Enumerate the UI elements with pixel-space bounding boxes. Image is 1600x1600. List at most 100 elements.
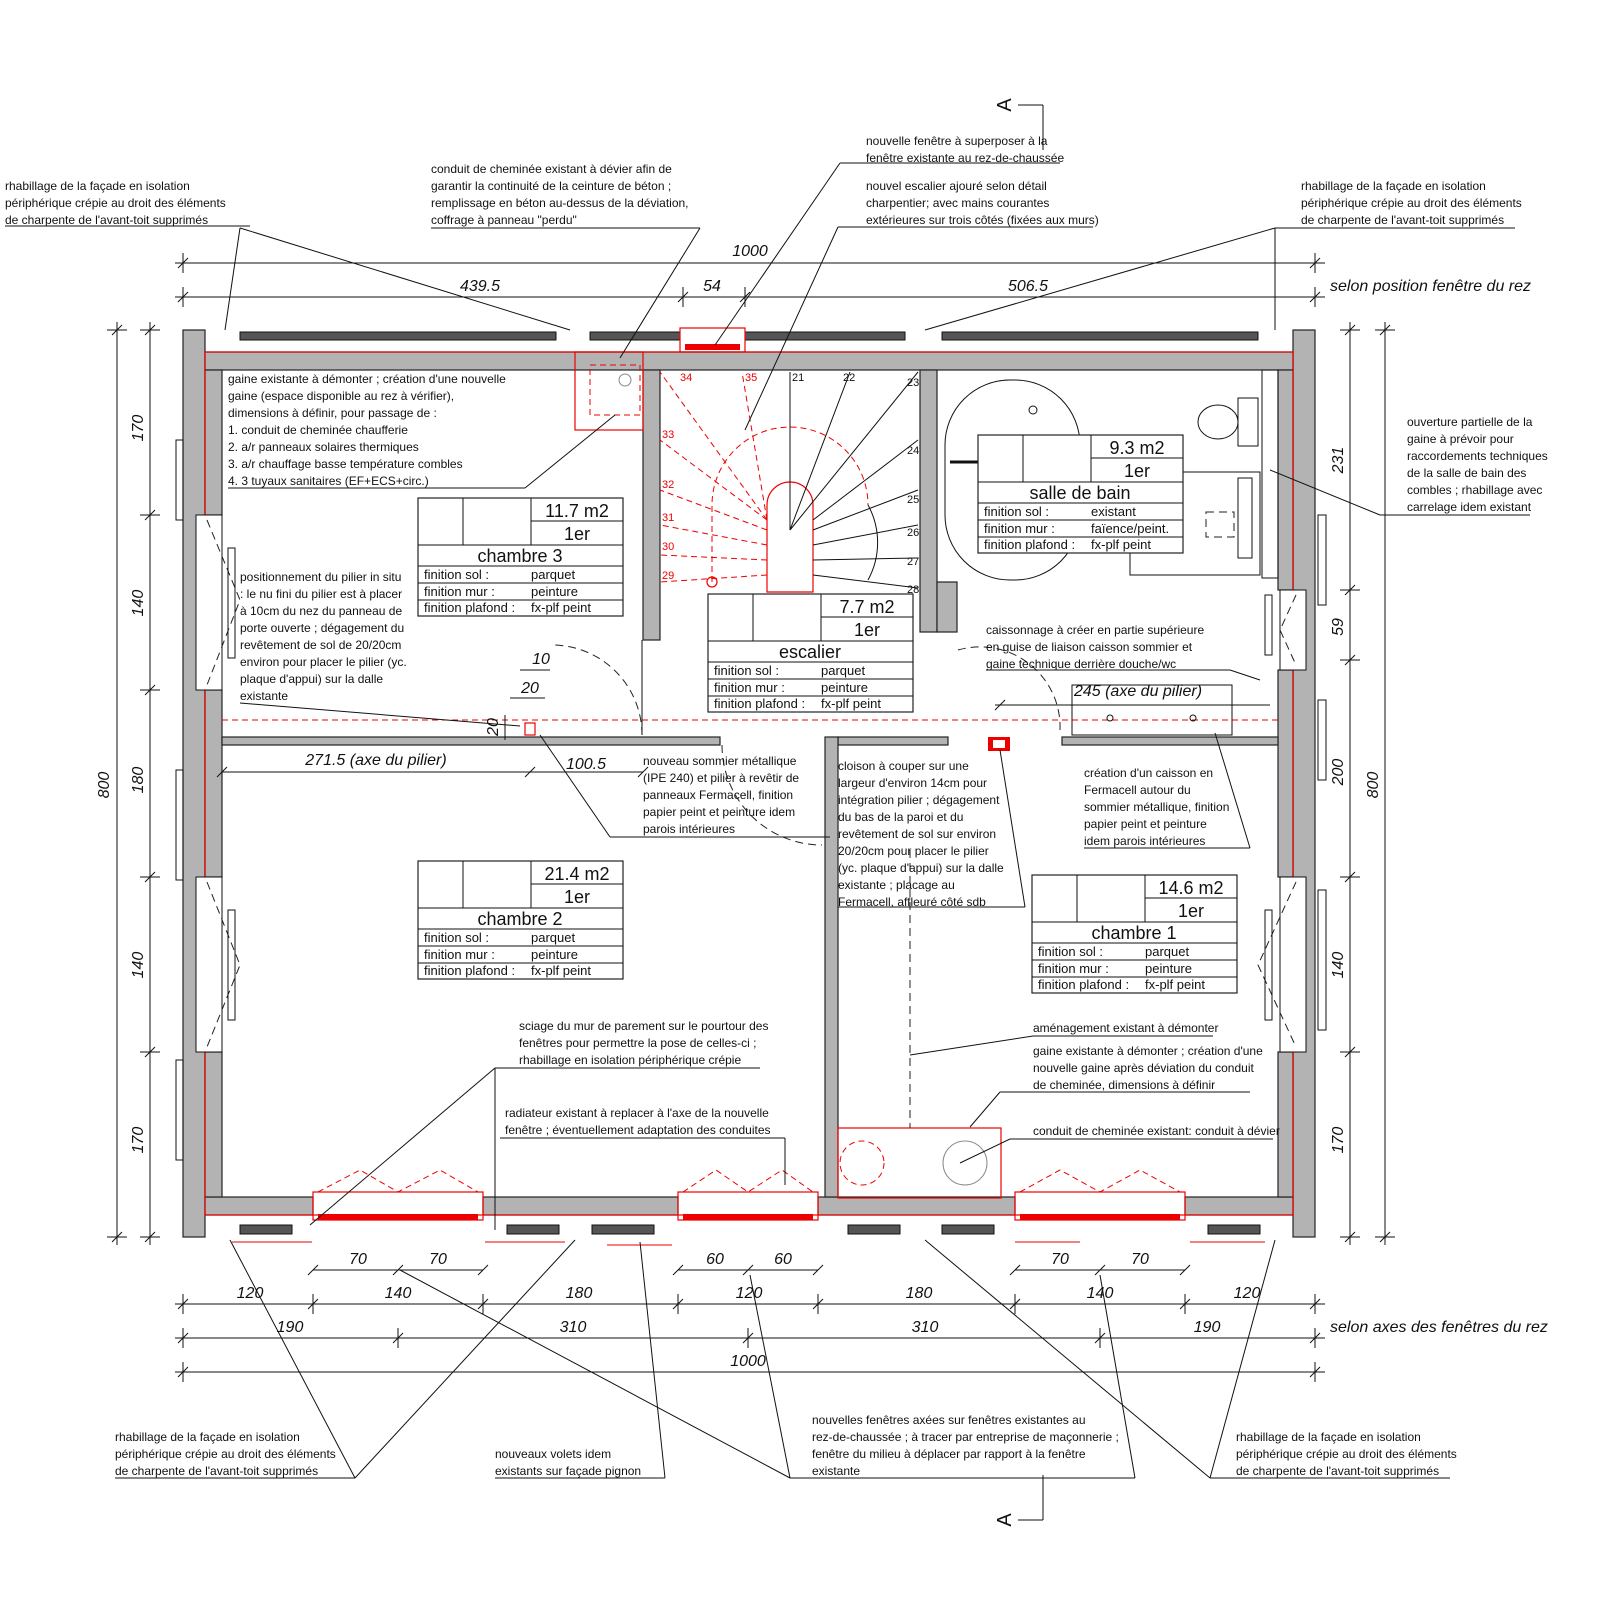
finish-label: finition sol : [984,504,1049,519]
room-name: chambre 2 [477,909,562,929]
room-name: escalier [779,642,841,662]
note-line: existants sur façade pignon [495,1464,641,1478]
stair-step-number-new: 34 [680,372,692,384]
dim-bottom-total: 1000 [730,1353,766,1370]
line [659,439,768,521]
dim-bottom-row1: 70 [1131,1251,1149,1268]
note-line: rhabillage de la façade en isolation [115,1430,300,1444]
note-line: existante ; placage au [838,878,955,892]
side-windows [175,439,1327,1161]
finish-label: finition plafond : [984,537,1075,552]
finish-value: parquet [531,567,575,582]
note-line: de charpente de l'avant-toit supprimés [1236,1464,1439,1478]
finish-value: fx-plf peint [531,963,591,978]
note-sciage: sciage du mur de parement sur le pourtou… [309,1019,768,1230]
room-level: 1er [1178,901,1204,921]
dim-bottom-row2: 140 [1087,1285,1114,1302]
line [659,574,768,583]
dim-pilier-d3: 20 [485,718,502,737]
line [1099,1274,1136,1479]
note-line: nouveaux volets idem [495,1447,611,1461]
dim-bottom-row3: 310 [912,1319,939,1336]
dim-bottom-row1: 60 [774,1251,792,1268]
note-line: rhabillage de la façade en isolation [1236,1430,1421,1444]
dim-left-total: 800 [96,772,113,799]
dim-bottom-row3: 190 [277,1319,304,1336]
window-new-3 [1014,1169,1186,1221]
note-line: fenêtre du milieu à déplacer par rapport… [812,1447,1086,1461]
line [924,227,1276,331]
note-conduit_dev: conduit de cheminée existant: conduit à … [959,1124,1280,1164]
finish-value: existant [1091,504,1136,519]
note-line: de cheminée, dimensions à définir [1033,1078,1215,1092]
finish-label: finition plafond : [424,600,515,615]
finish-label: finition sol : [714,663,779,678]
stair-step-number-new: 31 [662,512,674,524]
line [994,699,1006,711]
note-line: gaine technique derrière douche/wc [986,657,1176,671]
room-area: 11.7 m2 [545,501,609,521]
note-line: cloison à couper sur une [838,759,969,773]
note-line: porte ouverte ; dégagement du [240,621,404,635]
note-line: gaine existante à démonter ; création d'… [1033,1044,1263,1058]
line [1229,669,1261,681]
note-text: nouveau sommier métallique(IPE 240) et p… [643,754,799,836]
new-work [204,327,1294,1246]
note-line: sciage du mur de parement sur le pourtou… [519,1019,768,1033]
finish-label: finition mur : [714,680,785,695]
dim-top-c: 506.5 [1008,278,1048,295]
stair-step-number: 26 [907,527,919,539]
note-line: nouvelles fenêtres axées sur fenêtres ex… [812,1413,1086,1427]
note-line: rhabillage en isolation périphérique cré… [519,1053,741,1067]
line [749,1274,791,1479]
note-line: aménagement existant à démonter [1033,1021,1218,1035]
dim-bottom-row3: 310 [560,1319,587,1336]
line [924,1239,1211,1479]
dim-pilier-left: 271.5 (axe du pilier) [304,752,446,769]
note-line: ouverture partielle de la [1407,415,1533,429]
stair-step-number-new: 29 [662,570,674,582]
note-line: Fermacell, affleuré côté sdb [838,895,986,909]
note-chimney_top: conduit de cheminée existant à dévier af… [431,162,701,359]
note-line: à 10cm du nez du panneau de [240,604,402,618]
doors [551,640,1061,1128]
note-line: nouveau sommier métallique [643,754,797,768]
note-text: positionnement du pilier in situ: le nu … [240,570,407,703]
note-line: 2. a/r panneaux solaires thermiques [228,440,419,454]
note-line: de charpente de l'avant-toit supprimés [5,213,208,227]
note-gaine_left: gaine existante à démonter ; création d'… [228,372,616,489]
note-line: existante [240,689,288,703]
room-level: 1er [564,524,590,544]
note-text: nouveaux volets idem existants sur façade… [495,1447,641,1478]
note-pilier_left: positionnement du pilier in situ: le nu … [239,570,521,727]
note-line: gaine existante à démonter ; création d'… [228,372,506,386]
note-line: fenêtre ; éventuellement adaptation des … [505,1123,771,1137]
stair-step-number-new: 32 [662,479,674,491]
note-line: de charpente de l'avant-toit supprimés [115,1464,318,1478]
note-text: aménagement existant à démonter [1033,1021,1218,1035]
note-line: charpentier; avec mains courantes [866,196,1049,210]
note-text: conduit de cheminée existant: conduit à … [1033,1124,1280,1138]
dim-right: 231 [1330,447,1347,475]
line [812,1264,824,1276]
finish-value: fx-plf peint [531,600,591,615]
finish-label: finition sol : [424,567,489,582]
stair-step-number-new: 33 [662,429,674,441]
dim-pilier-right: 245 (axe du pilier) [1073,683,1202,700]
line [659,524,768,546]
line [524,414,616,489]
bathroom-fixtures [944,369,1279,736]
